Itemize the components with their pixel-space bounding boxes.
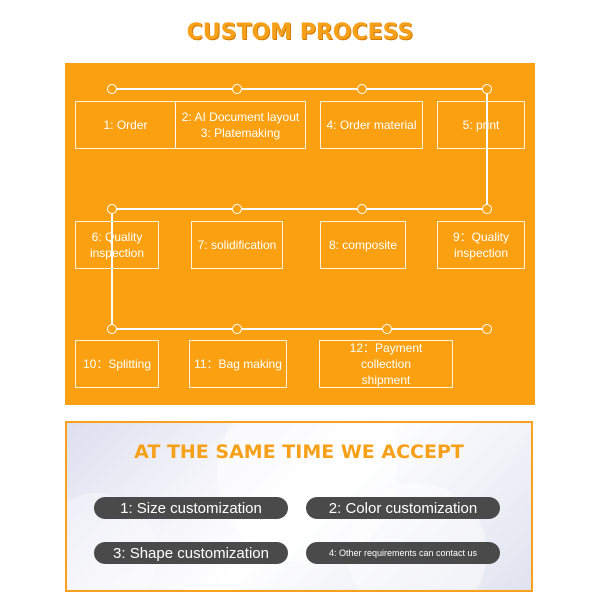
node-dot <box>107 84 117 94</box>
step-bag-making: 11：Bag making <box>189 340 287 388</box>
accept-item-color: 2: Color customization <box>306 497 500 519</box>
step-splitting: 10：Splitting <box>75 340 159 388</box>
accept-panel: AT THE SAME TIME WE ACCEPT 1: Size custo… <box>65 421 533 592</box>
step-payment-shipment: 12：Payment collection shipment <box>319 340 453 388</box>
step-label: 12：Payment collection shipment <box>349 341 423 387</box>
connector-row2 <box>111 208 487 210</box>
accept-item-label: 1: Size customization <box>120 499 262 517</box>
accept-item-label: 4: Other requirements can contact us <box>328 548 478 558</box>
step-order-material: 4: Order material <box>320 101 423 149</box>
step-label: 2: AI Document layout 3: Platemaking <box>181 110 300 140</box>
step-label: 1: Order <box>103 118 148 132</box>
step-solidification: 7: solidification <box>191 221 283 269</box>
node-dot <box>482 324 492 334</box>
step-label: 9：Quality inspection <box>452 230 510 260</box>
node-dot <box>357 84 367 94</box>
step-label: 8: composite <box>328 238 398 252</box>
step-composite: 8: composite <box>320 221 406 269</box>
step-label: 7: solidification <box>197 238 277 252</box>
step-quality-inspection-6: 6: Quality inspection <box>75 221 159 269</box>
accept-item-label: 3: Shape customization <box>113 544 269 562</box>
step-label: 11：Bag making <box>194 357 282 371</box>
step-label: 10：Splitting <box>82 357 152 371</box>
connector-right-vertical <box>486 88 488 208</box>
node-dot <box>482 84 492 94</box>
node-dot <box>107 204 117 214</box>
node-dot <box>357 204 367 214</box>
node-dot <box>232 324 242 334</box>
accept-item-other: 4: Other requirements can contact us <box>306 542 500 564</box>
node-dot <box>482 204 492 214</box>
connector-row3 <box>111 328 487 330</box>
step-order: 1: Order <box>75 101 176 149</box>
accept-item-label: 2: Color customization <box>328 499 478 517</box>
connector-left-vertical <box>111 208 113 328</box>
step-label: 4: Order material <box>326 118 417 132</box>
connector-row1 <box>111 88 487 90</box>
step-label: 5: print <box>462 118 500 132</box>
accept-title: AT THE SAME TIME WE ACCEPT <box>134 441 464 463</box>
step-document-layout: 2: AI Document layout 3: Platemaking <box>175 101 306 149</box>
accept-item-size: 1: Size customization <box>94 497 288 519</box>
page-title: CUSTOM PROCESS <box>186 20 414 45</box>
node-dot <box>232 84 242 94</box>
step-quality-inspection-9: 9：Quality inspection <box>437 221 525 269</box>
node-dot <box>107 324 117 334</box>
accept-item-shape: 3: Shape customization <box>94 542 288 564</box>
process-panel: 1: Order 2: AI Document layout 3: Platem… <box>65 63 535 405</box>
node-dot <box>232 204 242 214</box>
node-dot <box>382 324 392 334</box>
step-print: 5: print <box>437 101 525 149</box>
step-label: 6: Quality inspection <box>89 230 145 260</box>
decor-bubble <box>217 423 397 563</box>
